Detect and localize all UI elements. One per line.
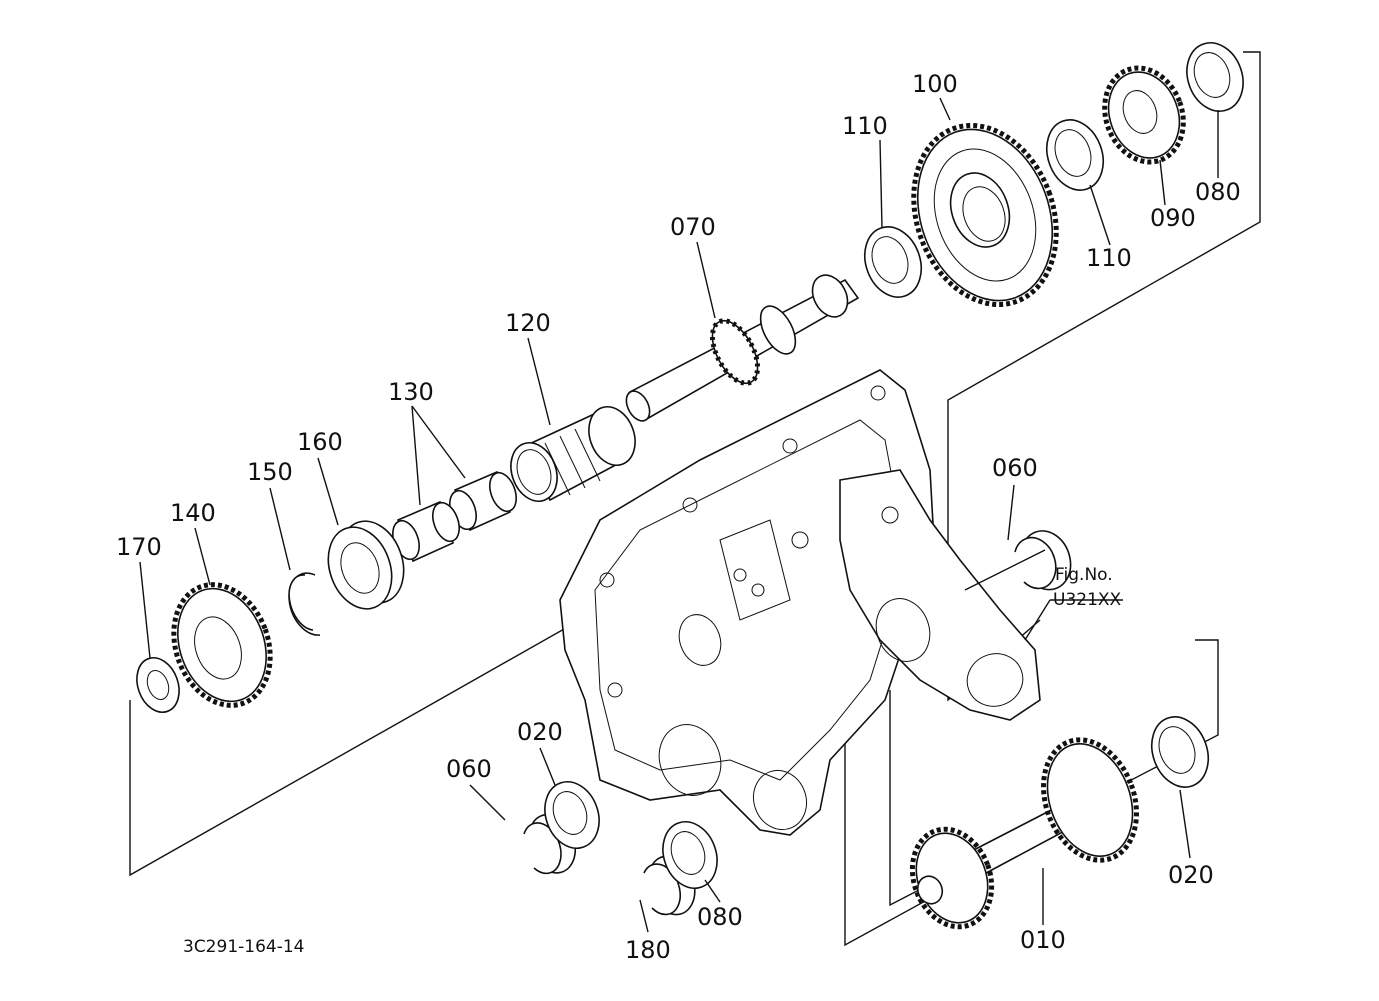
circlip-060-left bbox=[523, 813, 576, 875]
callout-labels: 100 110 110 090 080 070 120 130 160 150 … bbox=[116, 70, 1241, 964]
shaft-070 bbox=[625, 274, 860, 422]
gear-090 bbox=[1102, 65, 1186, 165]
gear-100 bbox=[911, 122, 1059, 308]
leader-lines bbox=[139, 97, 1219, 933]
circlip-180 bbox=[643, 855, 696, 916]
callout-160: 160 bbox=[297, 428, 343, 456]
callout-010: 010 bbox=[1020, 926, 1066, 954]
side-plate bbox=[839, 469, 1041, 721]
callout-170: 170 bbox=[116, 533, 162, 561]
washer-170 bbox=[136, 657, 180, 713]
drawing-number: 3C291-164-14 bbox=[183, 937, 304, 957]
figure-reference-label: Fig.No. bbox=[1055, 565, 1113, 585]
bearing-020-left bbox=[544, 781, 600, 849]
gear-140 bbox=[171, 582, 273, 708]
callout-060-left: 060 bbox=[446, 755, 492, 783]
callout-140: 140 bbox=[170, 499, 216, 527]
needle-bearing-120 bbox=[510, 406, 636, 502]
callout-020-right: 020 bbox=[1168, 861, 1214, 889]
bearing-080-bottom bbox=[662, 821, 718, 889]
callout-080-bottom: 080 bbox=[697, 903, 743, 931]
callout-020-left: 020 bbox=[517, 718, 563, 746]
collar-160 bbox=[327, 520, 405, 610]
callout-150: 150 bbox=[247, 458, 293, 486]
callout-130: 130 bbox=[388, 378, 434, 406]
callout-180: 180 bbox=[625, 936, 671, 964]
callout-110-left: 110 bbox=[842, 112, 888, 140]
figure-reference: Fig.No. U321XX bbox=[1053, 565, 1122, 610]
counter-shaft-010 bbox=[909, 737, 1139, 930]
bearing-110-right bbox=[1045, 119, 1105, 191]
bearing-110-left bbox=[863, 226, 923, 298]
callout-090: 090 bbox=[1150, 204, 1196, 232]
callout-120: 120 bbox=[505, 309, 551, 337]
callout-060-right: 060 bbox=[992, 454, 1038, 482]
needle-bearing-130-a bbox=[449, 470, 517, 532]
bearing-080-top bbox=[1186, 42, 1244, 112]
figure-reference-code: U321XX bbox=[1053, 590, 1122, 610]
circlip-060-right bbox=[1014, 530, 1072, 591]
callout-070: 070 bbox=[670, 213, 716, 241]
bearing-020-right bbox=[1150, 716, 1210, 788]
callout-100: 100 bbox=[912, 70, 958, 98]
callout-080-top: 080 bbox=[1195, 178, 1241, 206]
circlip-150 bbox=[288, 572, 321, 636]
callout-110-right: 110 bbox=[1086, 244, 1132, 272]
